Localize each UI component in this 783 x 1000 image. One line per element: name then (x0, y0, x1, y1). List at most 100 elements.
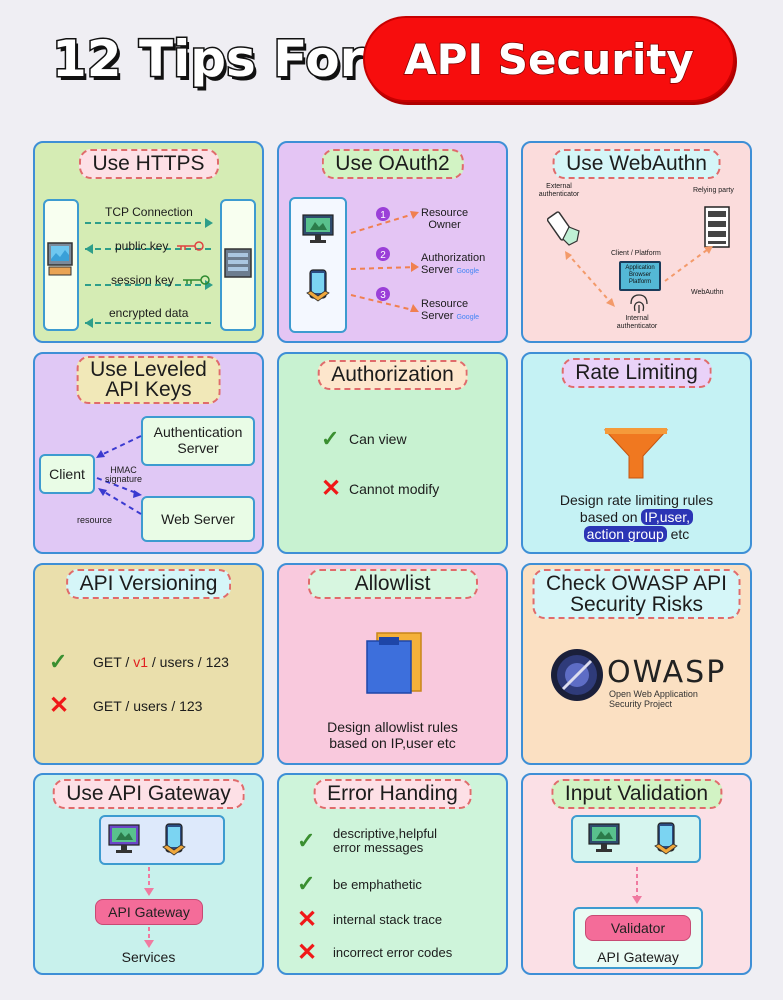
rate-highlight-ip-user: IP,user, (641, 509, 694, 525)
card-rate-limiting: Rate Limiting Design rate limiting rules… (521, 352, 752, 554)
step-badge-2: 2 (376, 247, 390, 261)
check-icon: ✓ (321, 426, 340, 451)
app-screen: Application Browser Platform (619, 261, 661, 291)
flow-arrow (144, 867, 154, 896)
webauthn-label: WebAuthn (691, 289, 724, 296)
svg-text:1: 1 (380, 210, 386, 221)
security-key-icon (547, 211, 580, 246)
resource-label: resource (77, 515, 113, 525)
owasp-logo-icon (551, 649, 603, 701)
card-title: Use HTTPS (78, 149, 219, 179)
cross-icon: ✕ (297, 939, 318, 966)
phone-icon (162, 823, 186, 856)
card-use-https: Use HTTPS TCP Connection public key sess… (33, 141, 264, 343)
oauth-step-3: Resource Server Google (421, 298, 480, 322)
clients-box (571, 815, 701, 863)
card-input-validation: Input Validation Validator API Gateway (521, 773, 752, 975)
phone-icon (306, 269, 330, 302)
client-platform-label: Client / Platform (611, 250, 661, 257)
https-row-2: session key (111, 273, 174, 287)
card-owasp: Check OWASP API Security Risks OWASP Ope… (521, 563, 752, 765)
api-gateway-badge: API Gateway (95, 899, 203, 925)
card-title: Use Leveled API Keys (76, 356, 221, 404)
card-title: Use WebAuthn (552, 149, 721, 179)
card-title: Use API Gateway (52, 779, 245, 809)
check-icon: ✓ (49, 649, 68, 674)
oauth-arrows (350, 211, 419, 312)
https-row-3: encrypted data (109, 306, 189, 320)
web-server-node: Web Server (141, 496, 255, 542)
validator-badge: Validator (585, 915, 691, 941)
external-authenticator-label: External authenticator (538, 183, 580, 198)
header-title-right: API Security (403, 34, 694, 85)
card-use-oauth2: Use OAuth2 1 2 3 Resource Owner Authoriz… (277, 141, 508, 343)
versioning-bad-row: ✕ GET / users / 123 (49, 692, 203, 719)
google-logo: Google (456, 268, 480, 275)
leveled-arrows (96, 435, 142, 515)
allowlist-text: Design allowlist rules based on IP,user … (327, 719, 458, 751)
https-row-0: TCP Connection (105, 205, 193, 219)
hmac-label: HMAC signature (105, 465, 143, 484)
check-icon: ✓ (297, 828, 316, 853)
key-icon-green (183, 275, 210, 285)
services-label: Services (121, 949, 176, 965)
key-icon-red (177, 241, 204, 251)
card-title: Input Validation (550, 779, 723, 809)
fingerprint-icon (630, 294, 648, 313)
card-authorization: Authorization ✓ Can view ✕ Cannot modify (277, 352, 508, 554)
card-use-webauthn: Use WebAuthn External authenticator Rely… (521, 141, 752, 343)
google-logo: Google (456, 314, 480, 321)
internal-authenticator-label: Internal authenticator (616, 315, 658, 330)
rate-highlight-action-group: action group (583, 526, 667, 542)
check-icon: ✓ (297, 871, 316, 896)
owasp-sub: Open Web Application Security Project (609, 689, 698, 709)
desktop-icon (302, 214, 334, 243)
card-title: Use OAuth2 (321, 149, 464, 179)
desktop-icon (108, 824, 140, 853)
cross-icon: ✕ (321, 475, 342, 502)
phone-icon (654, 822, 678, 855)
rate-text: Design rate limiting rules based on IP,u… (559, 492, 714, 542)
error-row-3: ✕ incorrect error codes (297, 939, 453, 966)
card-api-gateway: Use API Gateway API Gateway Services (33, 773, 264, 975)
auth-server-node: Authentication Server (141, 416, 255, 466)
error-row-2: ✕ internal stack trace (297, 906, 443, 933)
computer-icon (47, 242, 73, 276)
oauth-step-2: Authorization Server Google (421, 252, 486, 276)
https-arrows (85, 218, 213, 328)
card-api-versioning: API Versioning ✓ GET / v1 / users / 123 … (33, 563, 264, 765)
https-row-1: public key (115, 239, 169, 253)
owasp-logo-text: OWASP (607, 655, 727, 690)
client-node: Client (39, 454, 95, 494)
card-title: Check OWASP API Security Risks (532, 569, 741, 619)
funnel-icon (603, 428, 669, 479)
versioning-good-row: ✓ GET / v1 / users / 123 (49, 649, 229, 674)
svg-text:2: 2 (380, 250, 386, 261)
cross-icon: ✕ (49, 692, 70, 719)
error-row-1: ✓ be emphathetic (297, 871, 422, 896)
header-title-pill: API Security (363, 16, 735, 102)
step-badge-1: 1 (376, 207, 390, 221)
svg-text:3: 3 (380, 290, 386, 301)
card-title: API Versioning (65, 569, 232, 599)
webauthn-arrows (565, 246, 713, 307)
card-allowlist: Allowlist Design allowlist rules based o… (277, 563, 508, 765)
step-badge-3: 3 (376, 287, 390, 301)
auth-deny-row: ✕ Cannot modify (321, 475, 440, 502)
card-leveled-api-keys: Use Leveled API Keys Client Authenticati… (33, 352, 264, 554)
oauth-step-1: Resource Owner (421, 207, 469, 231)
flow-arrow (144, 927, 154, 948)
desktop-icon (588, 823, 620, 852)
card-title: Allowlist (307, 569, 478, 599)
card-title: Authorization (317, 360, 468, 390)
cross-icon: ✕ (297, 906, 318, 933)
server-icon (224, 248, 252, 278)
flow-arrow (632, 867, 642, 904)
card-title: Error Handing (313, 779, 472, 809)
header-title-left: 12 Tips For (50, 29, 365, 90)
validation-gateway-label: API Gateway (597, 949, 679, 965)
card-title: Rate Limiting (561, 358, 712, 388)
auth-allow-row: ✓ Can view (321, 426, 407, 451)
